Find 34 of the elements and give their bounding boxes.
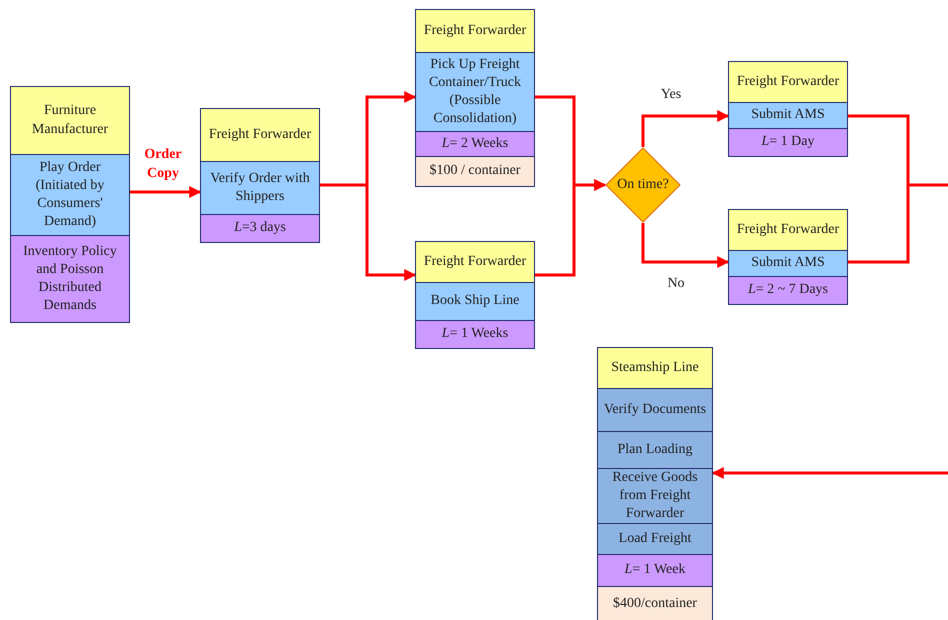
cost-text: $100 / container (416, 156, 534, 186)
task-text: Load Freight (598, 523, 712, 554)
connector-arrow (642, 223, 730, 268)
task-text: Submit AMS (729, 250, 847, 276)
task-text: Pick Up Freight Container/Truck (Possible Consolidation) (416, 52, 534, 131)
lead-time-text: L= 1 Weeks (416, 320, 534, 348)
connector-arrow (535, 179, 606, 276)
task-text: Play Order (Initiated by Consumers' Demand) (11, 154, 129, 235)
role-heading: Freight Forwarder (729, 210, 847, 250)
role-heading: Freight Forwarder (729, 62, 847, 102)
lead-time-text: L= 1 Week (598, 554, 712, 586)
task-text: Submit AMS (729, 102, 847, 128)
decision-diamond (605, 147, 681, 223)
decision-text: On time? (616, 176, 670, 194)
role-heading: Freight Forwarder (201, 109, 319, 161)
lead-time-text: L= 2 ~ 7 Days (729, 276, 847, 304)
lead-time-text: Inventory Policy and Poisson Distributed Demands (11, 235, 129, 322)
task-text: Plan Loading (598, 431, 712, 468)
cost-text: $400/container (598, 586, 712, 620)
task-text: Verify Documents (598, 388, 712, 431)
role-heading: Steamship Line (598, 348, 712, 388)
connector-arrow (130, 186, 202, 198)
lead-time-text: L=3 days (201, 214, 319, 242)
task-text: Receive Goods from Freight Forwarder (598, 468, 712, 523)
task-text: Verify Order with Shippers (201, 161, 319, 214)
connector-arrow (320, 184, 416, 281)
role-heading: Furniture Manufacturer (11, 87, 129, 154)
role-heading: Freight Forwarder (416, 242, 534, 282)
task-text: Book Ship Line (416, 282, 534, 320)
connector-arrow (712, 467, 948, 479)
connector-arrow (642, 110, 730, 147)
role-heading: Freight Forwarder (416, 10, 534, 52)
lead-time-text: L= 2 Weeks (416, 131, 534, 156)
lead-time-text: L= 1 Day (729, 128, 847, 156)
